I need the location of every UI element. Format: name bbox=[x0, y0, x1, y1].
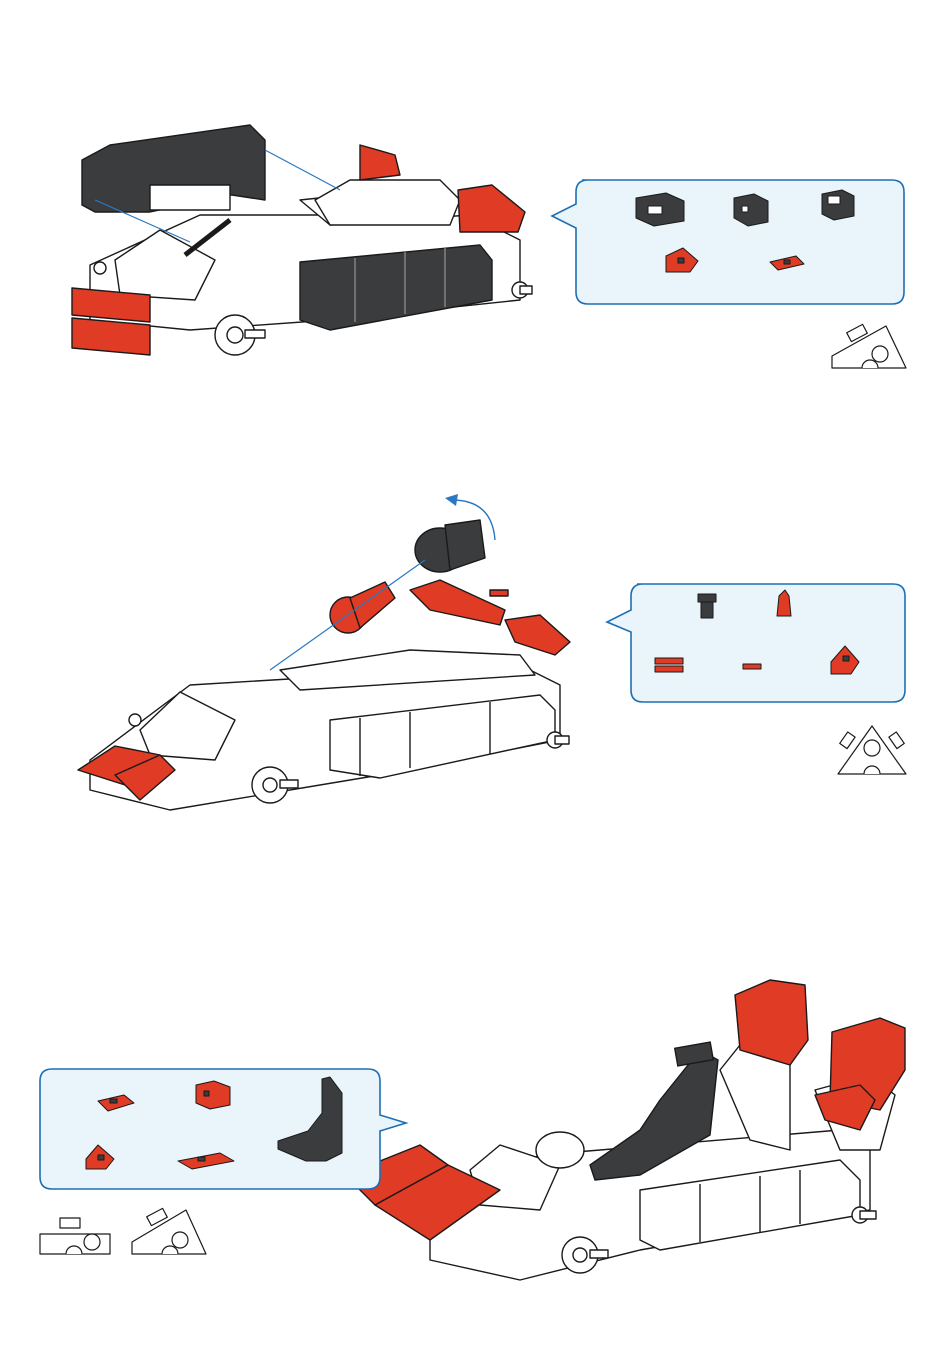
assembly-step-1 bbox=[0, 0, 950, 400]
assembly-step-2 bbox=[0, 470, 950, 870]
part-dark-building-block-15-bore-icon bbox=[822, 190, 854, 220]
angle-block-pattern-icon bbox=[128, 1202, 210, 1258]
red-left-arch bbox=[735, 980, 808, 1065]
angle-block-pattern-icon bbox=[828, 318, 910, 374]
red-spring-cam-left bbox=[410, 580, 505, 625]
part-dark-building-block-30-icon bbox=[636, 193, 684, 226]
part-red-building-block-15-icon bbox=[196, 1081, 230, 1109]
guide-line-1 bbox=[265, 150, 340, 190]
red-front-brick-bottom bbox=[72, 318, 150, 355]
upper-white-block bbox=[315, 180, 460, 225]
red-spring-cam-right bbox=[505, 615, 570, 655]
part-dark-hub-nut-icon bbox=[698, 594, 716, 618]
white-gear bbox=[536, 1132, 584, 1168]
red-connector bbox=[490, 590, 508, 596]
assembly-step-3 bbox=[0, 950, 950, 1358]
red-angle-block-right bbox=[458, 185, 525, 232]
part-red-connector-icon bbox=[743, 664, 761, 669]
triangle-angle-pattern-icon bbox=[834, 722, 910, 778]
plate-hole-pattern-icon bbox=[36, 1212, 114, 1258]
red-angle-block-rear-top bbox=[360, 145, 400, 180]
step-3-parts-callout bbox=[38, 1065, 410, 1193]
step-1-parts-callout bbox=[548, 176, 910, 308]
part-dark-building-block-15-icon bbox=[734, 194, 768, 226]
step-2-parts-callout bbox=[603, 580, 909, 706]
